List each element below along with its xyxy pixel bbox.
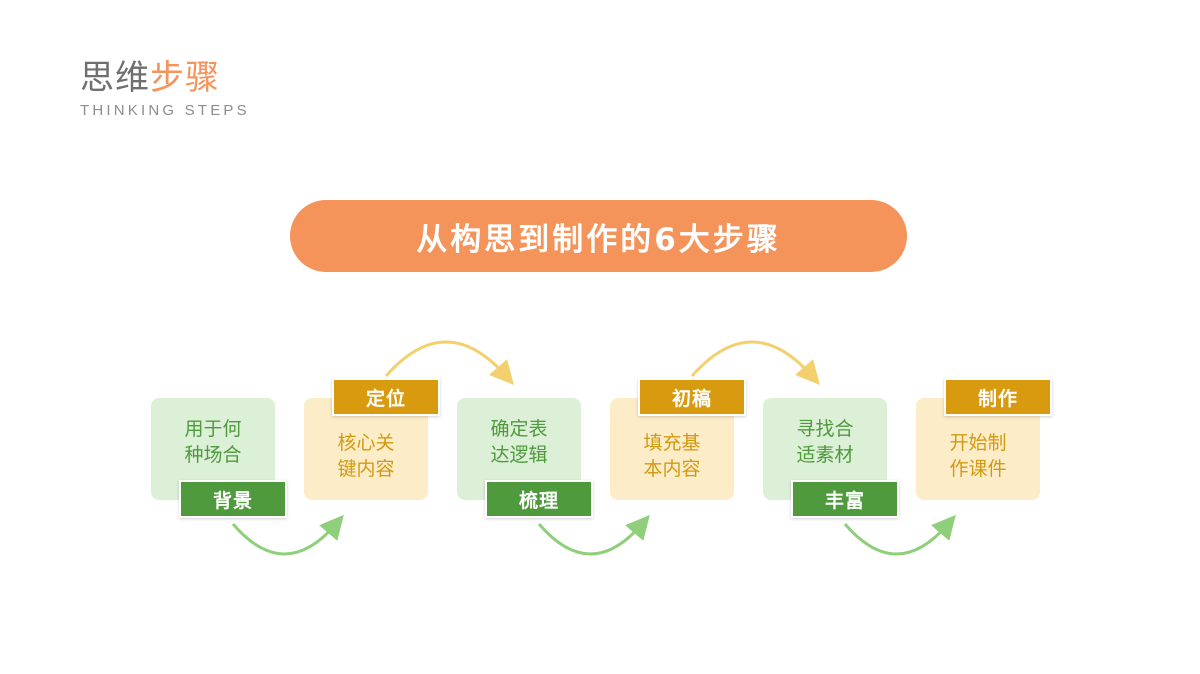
step-label-2: 定位	[332, 378, 440, 416]
step-card-text: 寻找合适素材	[796, 416, 853, 468]
step-card-text: 开始制作课件	[949, 430, 1006, 482]
logo-title-part2: 步骤	[150, 58, 220, 98]
step-line1: 确定表	[490, 418, 548, 440]
step-card-text: 用于何种场合	[184, 416, 241, 468]
logo-title-part1: 思维	[80, 58, 150, 98]
arc-top-4	[690, 340, 820, 385]
step-label-4: 初稿	[638, 378, 746, 416]
step-label-3: 梳理	[485, 480, 593, 518]
arc-bottom-1	[231, 514, 344, 556]
step-card-text: 核心关键内容	[337, 430, 394, 482]
step-line1: 填充基	[643, 432, 701, 454]
step-line1: 核心关	[337, 432, 395, 454]
step-line2: 本内容	[643, 458, 701, 480]
step-line1: 寻找合	[796, 418, 854, 440]
step-line2: 作课件	[949, 458, 1007, 480]
logo: 思维步骤 THINKING STEPS	[80, 58, 250, 119]
step-card-text: 填充基本内容	[643, 430, 700, 482]
step-card-text: 确定表达逻辑	[490, 416, 547, 468]
step-label-6: 制作	[944, 378, 1052, 416]
arc-bottom-5	[843, 514, 956, 556]
banner-text: 从构思到制作的6大步骤	[416, 221, 781, 258]
logo-subtitle: THINKING STEPS	[80, 102, 250, 119]
arc-top-2	[384, 340, 514, 385]
step-line2: 达逻辑	[490, 444, 548, 466]
step-line1: 用于何	[184, 418, 242, 440]
arc-bottom-3	[537, 514, 650, 556]
title-banner: 从构思到制作的6大步骤	[290, 200, 907, 272]
step-label-1: 背景	[179, 480, 287, 518]
logo-title: 思维步骤	[80, 58, 250, 98]
step-label-5: 丰富	[791, 480, 899, 518]
step-line2: 适素材	[796, 444, 854, 466]
step-line2: 种场合	[184, 444, 242, 466]
step-line1: 开始制	[949, 432, 1007, 454]
step-line2: 键内容	[337, 458, 395, 480]
